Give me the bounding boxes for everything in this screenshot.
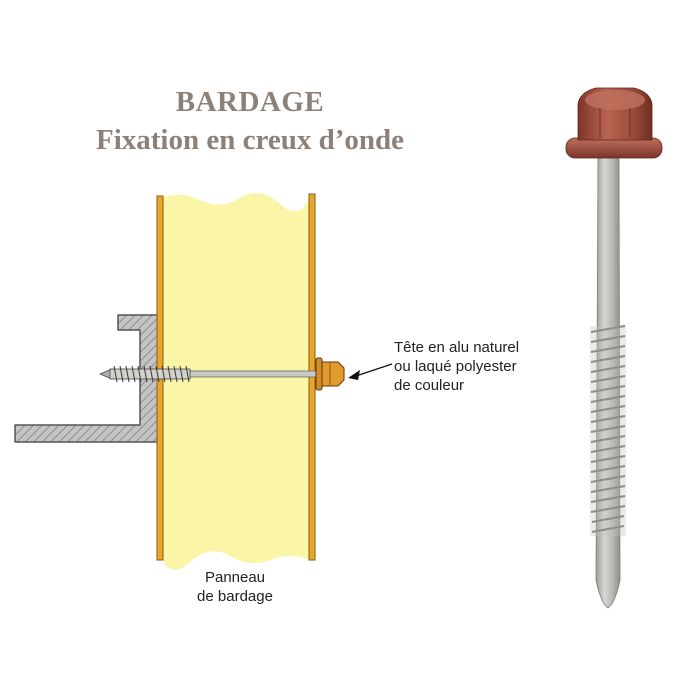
steel-bracket [14, 314, 159, 443]
cladding-panel [156, 193, 316, 571]
screw-in-panel [98, 357, 345, 391]
panel-label-line-2: de bardage [197, 588, 273, 605]
title-line-1: BARDAGE [175, 86, 325, 118]
head-material-callout: Tête en alu naturel ou laqué polyester d… [394, 338, 564, 395]
screw-product-image [565, 87, 663, 609]
title-line-2: Fixation en creux d’onde [96, 124, 404, 156]
panel-label-line-1: Panneau [204, 569, 266, 586]
callout-line-2: ou laqué polyester [394, 358, 517, 375]
panel-label: Panneau de bardage [170, 568, 300, 606]
callout-line-1: Tête en alu naturel [394, 339, 520, 356]
callout-line-3: de couleur [394, 377, 465, 394]
callout-arrow [348, 363, 393, 380]
